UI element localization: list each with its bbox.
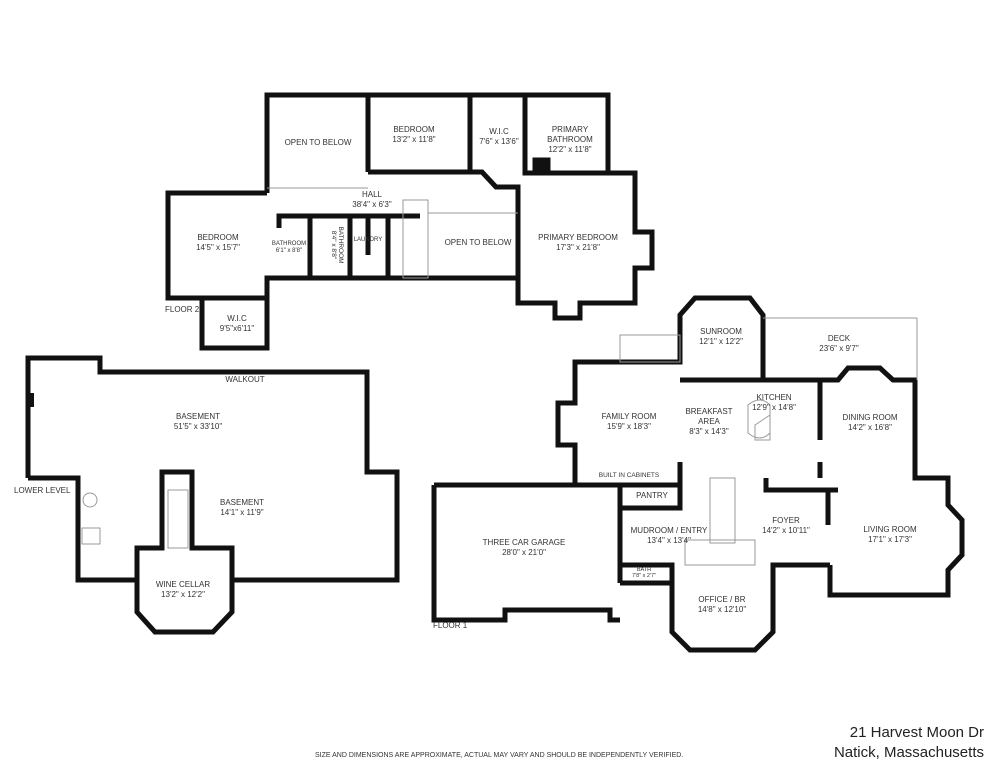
walkout-label: WALKOUT — [225, 375, 265, 384]
disclaimer: SIZE AND DIMENSIONS ARE APPROXIMATE, ACT… — [315, 752, 684, 759]
address-line-2: Natick, Massachusetts — [833, 744, 984, 761]
built-in-cabinets: BUILT IN CABINETS — [598, 472, 660, 479]
room-pantry: PANTRY — [636, 491, 668, 500]
floor-1-label: FLOOR 1 — [433, 621, 468, 630]
room-open-to-below-2: OPEN TO BELOW — [444, 238, 512, 247]
address-line-1: 21 Harvest Moon Dr — [849, 724, 984, 741]
floor-2-label: FLOOR 2 — [165, 305, 200, 314]
room-laundry: LAUNDRY — [353, 237, 383, 243]
floor-2-walls — [165, 92, 655, 351]
lower-level-label: LOWER LEVEL — [14, 486, 71, 495]
room-open-to-below-1: OPEN TO BELOW — [284, 138, 352, 147]
lower-level-walls — [25, 355, 400, 635]
floor-1-walls — [431, 295, 965, 653]
